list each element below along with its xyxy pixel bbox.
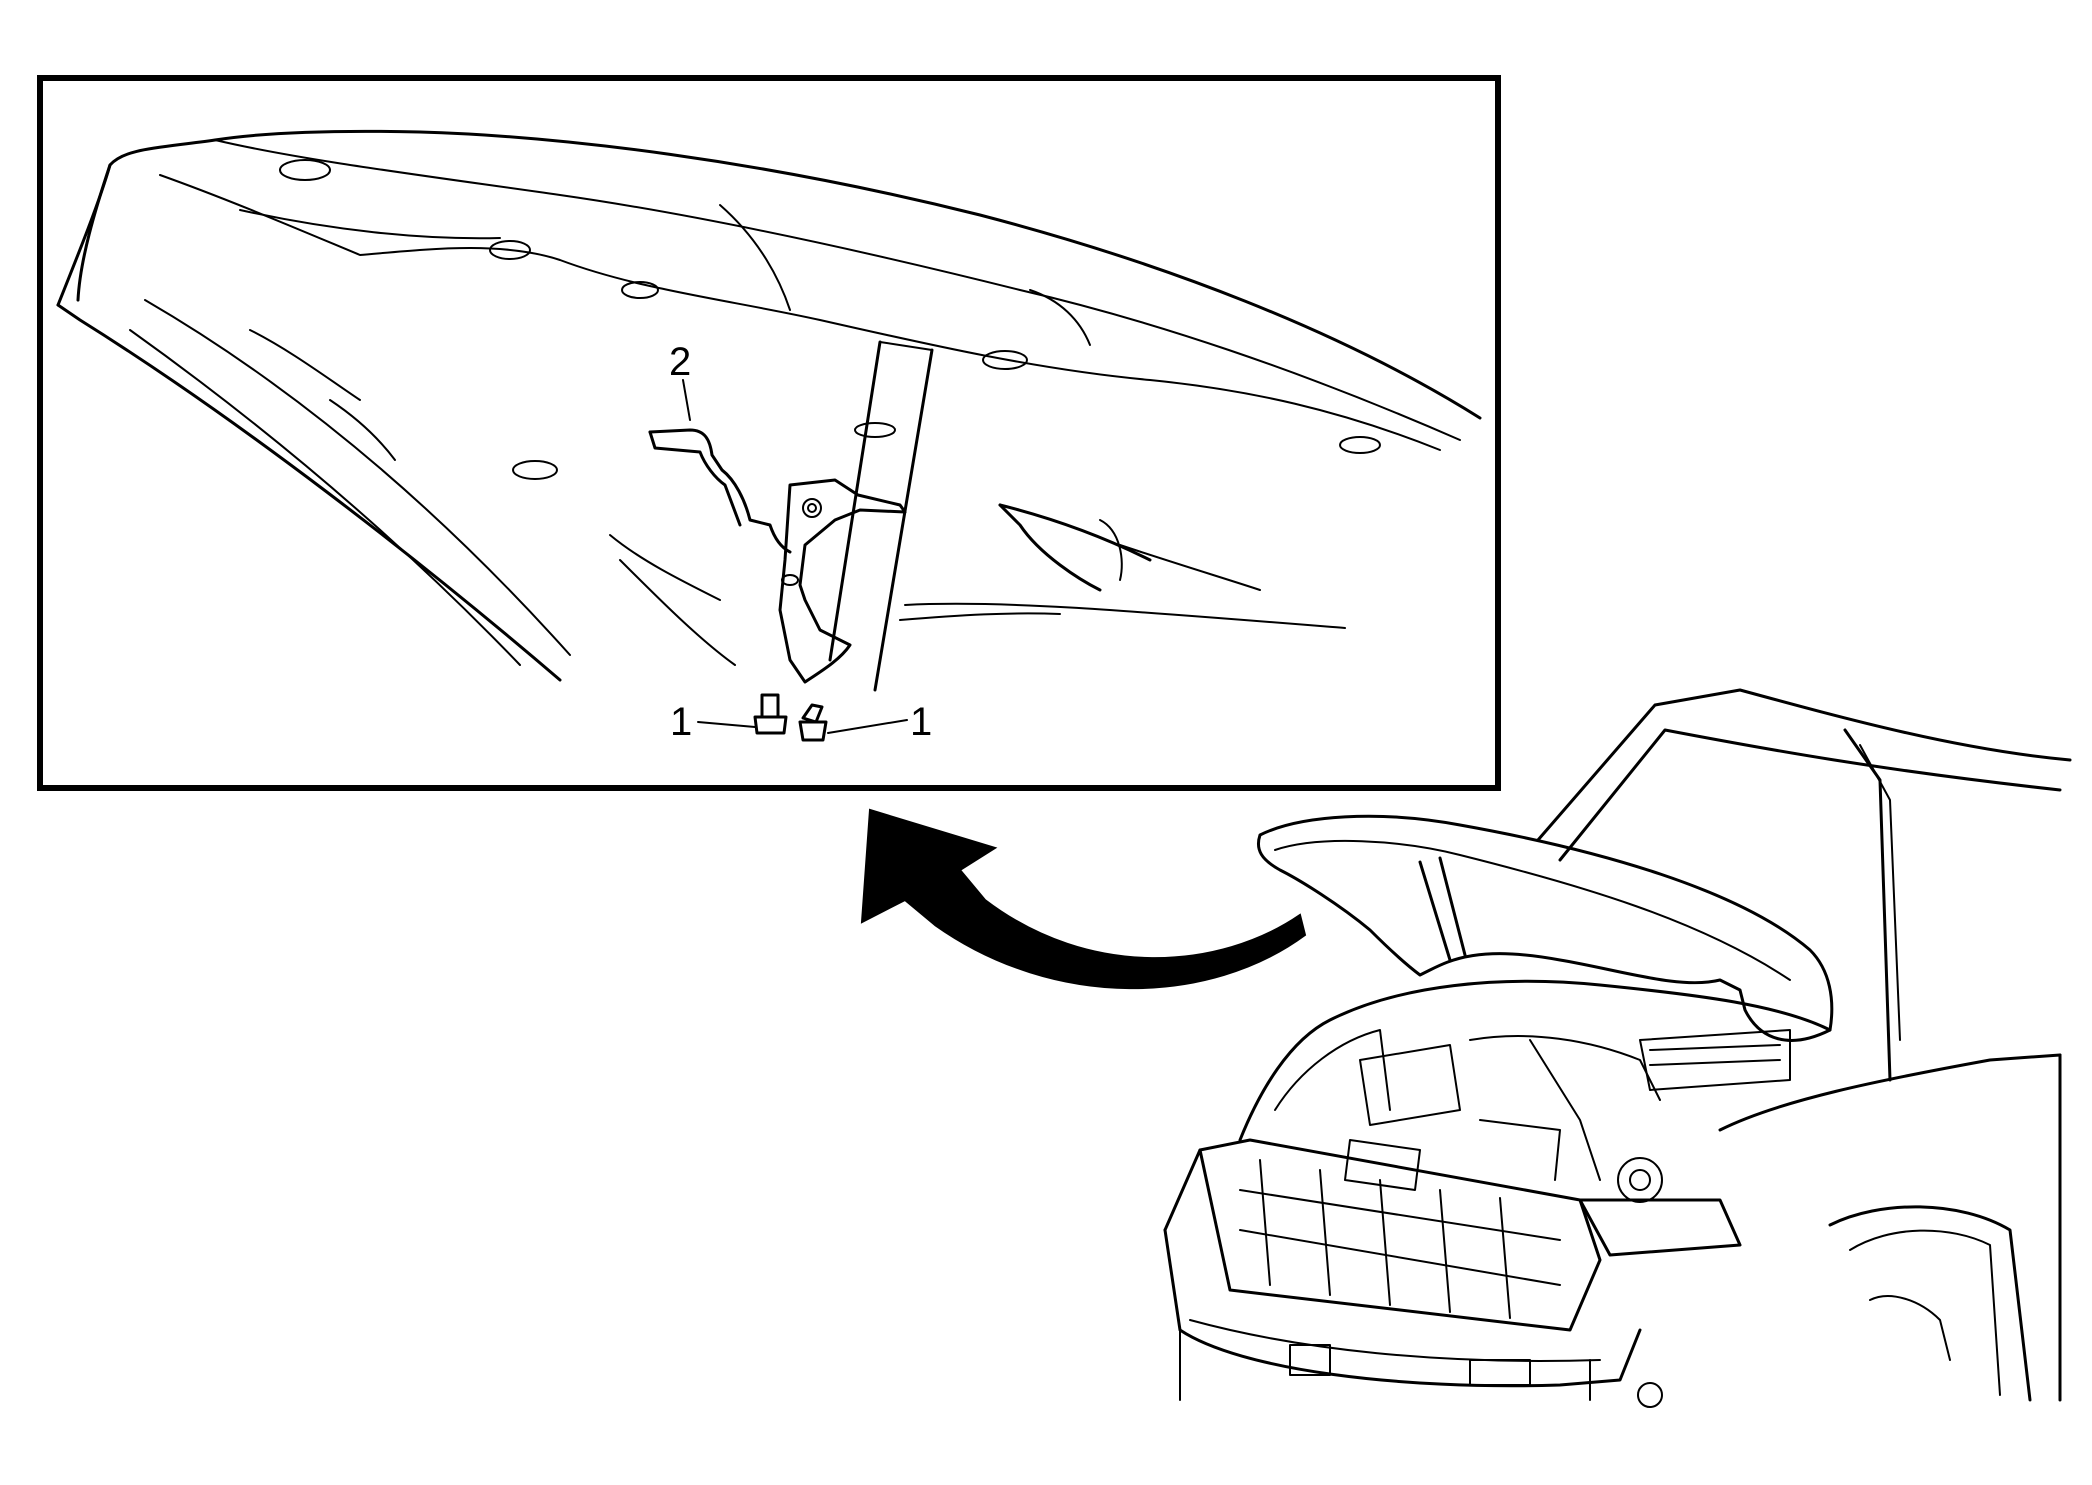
vehicle-front-view: [1163, 688, 2072, 1408]
hood-bracket-bolt-right: [798, 703, 828, 742]
leader-line-1-right: [827, 719, 908, 734]
hood-strut-bracket: [648, 428, 907, 684]
callout-label-1-left: 1: [670, 700, 692, 744]
callout-label-1-right: 1: [910, 700, 932, 744]
hood-underside-detail: [56, 129, 1482, 692]
leader-line-1-left: [697, 721, 756, 728]
view-direction-arrow: [860, 808, 1307, 990]
detail-view-frame: [37, 75, 1501, 791]
leader-line-2: [682, 379, 691, 421]
hood-bracket-bolt-left: [753, 693, 788, 735]
callout-label-2: 2: [669, 340, 691, 384]
